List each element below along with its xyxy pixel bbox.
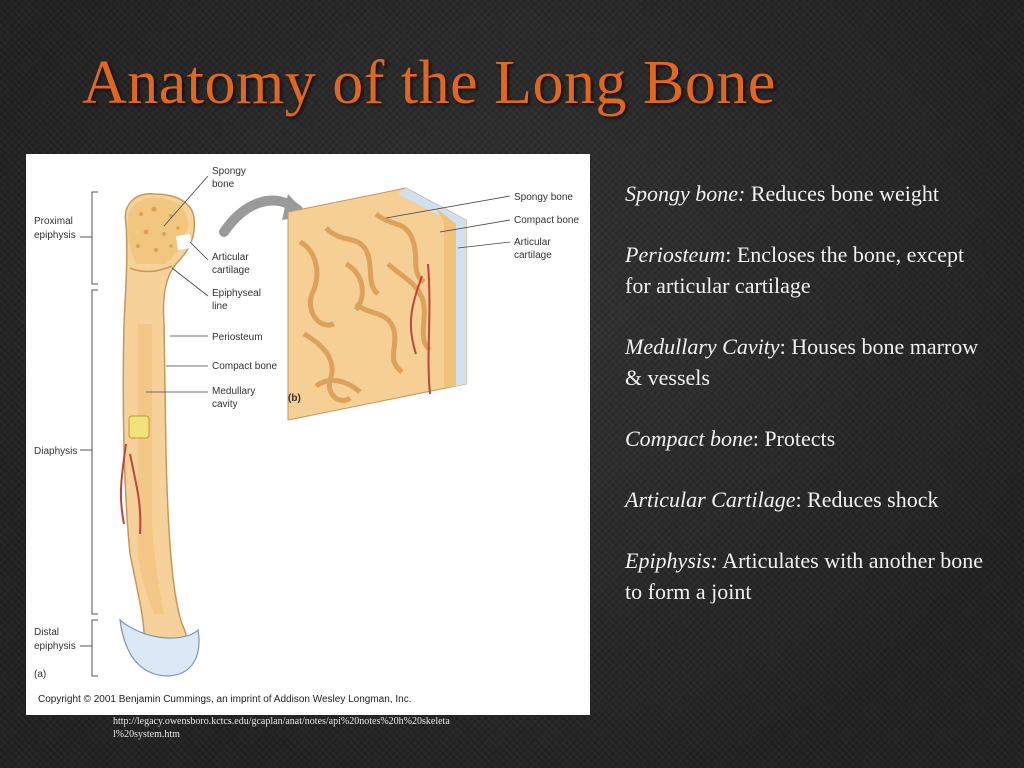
- definition-list: Spongy bone: Reduces bone weight Periost…: [625, 178, 985, 637]
- figure-credit: Copyright © 2001 Benjamin Cummings, an i…: [38, 694, 412, 705]
- slide-title: Anatomy of the Long Bone: [82, 49, 776, 117]
- panel-b-label: (b): [288, 393, 301, 404]
- long-bone-figure: Proximal epiphysis Diaphysis Distal epip…: [26, 154, 590, 715]
- articular-cartilage-label-1: Articular: [212, 252, 249, 263]
- detail-compact-bone-label: Compact bone: [514, 215, 579, 226]
- proximal-label-2: epiphysis: [34, 230, 76, 241]
- definition-text: : Houses bone marrow & vessels: [625, 334, 979, 390]
- spongy-bone-label-2: bone: [212, 179, 235, 190]
- term: Articular Cartilage: [625, 487, 796, 512]
- long-bone-illustration: Proximal epiphysis Diaphysis Distal epip…: [34, 166, 579, 680]
- term: Compact bone: [625, 426, 753, 451]
- bone-shape: [119, 193, 200, 677]
- spongy-bone-label-1: Spongy: [212, 166, 246, 177]
- region-brackets: [80, 191, 98, 677]
- term: Periosteum: [625, 242, 726, 267]
- articular-cartilage-label-2: cartilage: [212, 265, 250, 276]
- epiphyseal-line-label-2: line: [212, 301, 228, 312]
- detail-articular-label-2: cartilage: [514, 250, 552, 261]
- definition-text: : Protects: [752, 426, 836, 451]
- detail-block: [287, 187, 467, 421]
- definition-medullary-cavity: Medullary Cavity: Houses bone marrow & v…: [625, 331, 985, 393]
- source-url: http://legacy.owensboro.kctcs.edu/gcapla…: [113, 716, 450, 740]
- term: Epiphysis:: [625, 548, 718, 573]
- definition-epiphysis: Epiphysis: Articulates with another bone…: [625, 545, 985, 607]
- detail-leader-lines: [385, 195, 511, 249]
- medullary-cavity-label-2: cavity: [212, 399, 238, 410]
- term: Medullary Cavity: [625, 334, 780, 359]
- detail-spongy-bone-label: Spongy bone: [514, 192, 573, 203]
- definition-text: Reduces bone weight: [745, 181, 940, 206]
- distal-label-1: Distal: [34, 627, 59, 638]
- definition-periosteum: Periosteum: Encloses the bone, except fo…: [625, 239, 985, 301]
- definition-compact-bone: Compact bone: Protects: [625, 423, 985, 454]
- definition-articular-cartilage: Articular Cartilage: Reduces shock: [625, 484, 985, 515]
- panel-a-label: (a): [34, 669, 46, 680]
- medullary-cavity-label-1: Medullary: [212, 386, 255, 397]
- periosteum-label: Periosteum: [212, 332, 263, 343]
- epiphyseal-line-label-1: Epiphyseal: [212, 288, 261, 299]
- definition-spongy-bone: Spongy bone: Reduces bone weight: [625, 178, 985, 209]
- definition-text: Articulates with another bone to form a …: [625, 548, 984, 604]
- proximal-label-1: Proximal: [34, 216, 73, 227]
- compact-bone-label: Compact bone: [212, 361, 277, 372]
- definition-text: : Reduces shock: [795, 487, 939, 512]
- term: Spongy bone:: [625, 181, 746, 206]
- bone-leader-lines: [146, 175, 209, 393]
- diaphysis-label: Diaphysis: [34, 446, 77, 457]
- detail-articular-label-1: Articular: [514, 237, 551, 248]
- definition-text: : Encloses the bone, except for articula…: [625, 242, 965, 298]
- distal-label-2: epiphysis: [34, 641, 76, 652]
